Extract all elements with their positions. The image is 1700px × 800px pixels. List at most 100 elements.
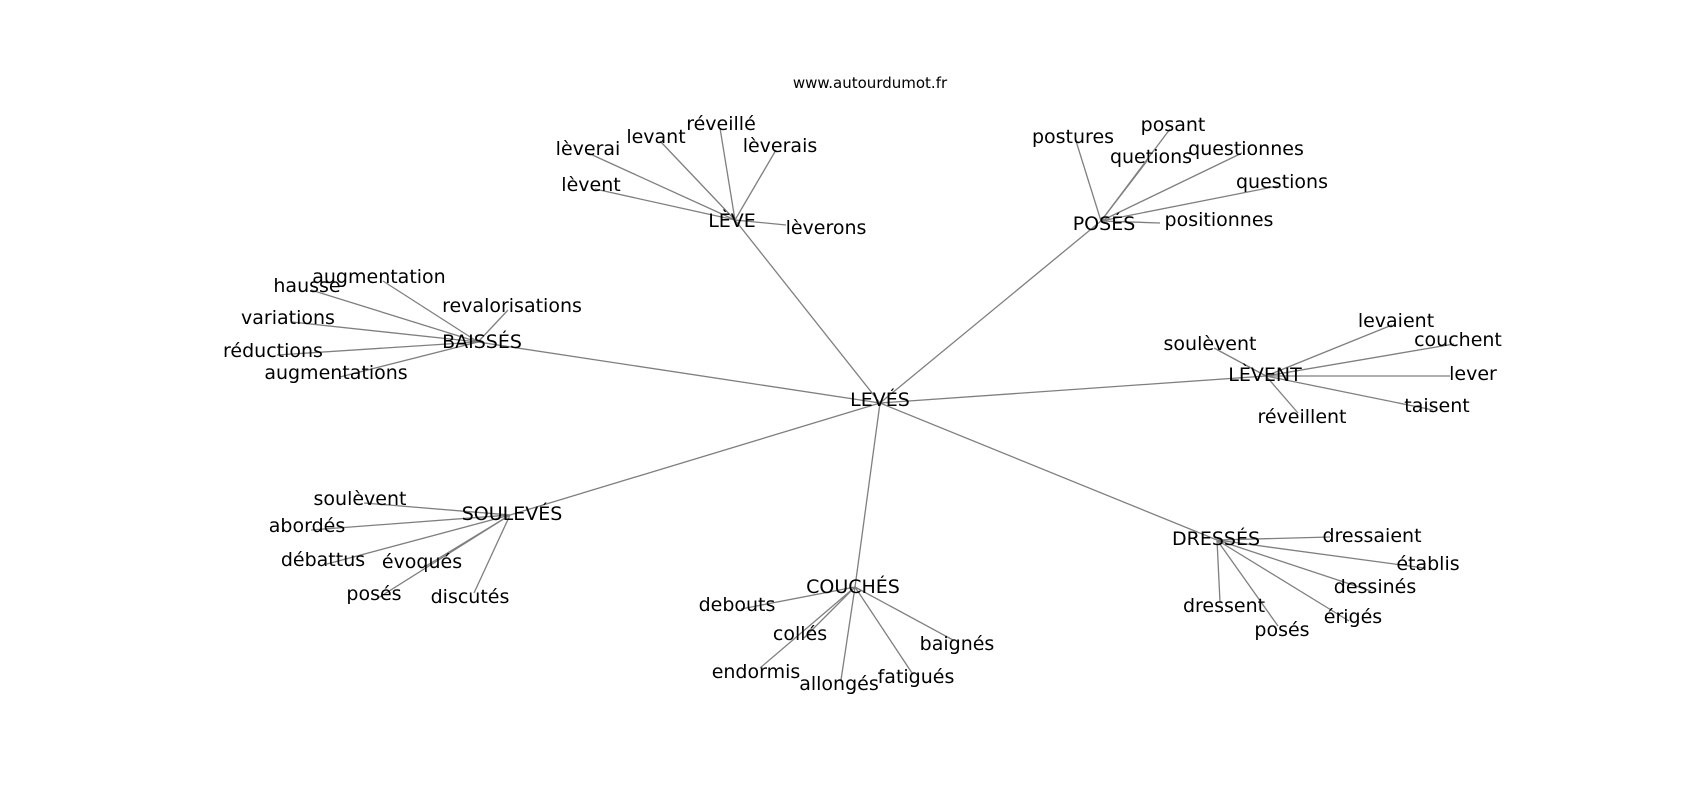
edge-hub-to-leaf xyxy=(310,289,479,343)
leaf-word[interactable]: soulèvent xyxy=(314,488,407,510)
leaf-word[interactable]: quetions xyxy=(1110,146,1192,168)
leaf-word[interactable]: dressent xyxy=(1183,595,1265,617)
leaf-word[interactable]: levaient xyxy=(1358,310,1434,332)
leaf-word[interactable]: levant xyxy=(626,126,685,148)
edge-hub-to-leaf xyxy=(477,309,509,343)
edge-hub-to-leaf xyxy=(1100,160,1148,222)
edge-hub-to-leaf xyxy=(854,586,954,641)
hub-word[interactable]: LÈVE xyxy=(708,209,756,232)
leaf-word[interactable]: hausse xyxy=(273,275,340,297)
edge-hub-to-leaf xyxy=(382,280,479,343)
leaf-word[interactable]: réductions xyxy=(223,340,323,362)
edge-hub-to-leaf xyxy=(1265,375,1299,414)
hub-word[interactable]: POSÉS xyxy=(1073,212,1136,235)
edge-hub-to-leaf xyxy=(594,188,736,221)
center-word[interactable]: LEVÉS xyxy=(850,388,910,411)
leaf-word[interactable]: dressaient xyxy=(1322,525,1421,547)
leaf-word[interactable]: debouts xyxy=(699,594,776,616)
edge-hub-to-leaf xyxy=(1216,539,1279,627)
leaf-word[interactable]: variations xyxy=(241,307,335,329)
leaf-word[interactable]: augmentations xyxy=(264,362,407,384)
leaf-word[interactable]: lèvent xyxy=(561,174,620,196)
edge-hub-to-leaf xyxy=(719,127,736,221)
leaf-word[interactable]: postures xyxy=(1032,126,1114,148)
leaf-word[interactable]: questionnes xyxy=(1188,138,1304,160)
hub-word[interactable]: COUCHÉS xyxy=(806,575,900,598)
edge-hub-to-leaf xyxy=(759,586,856,669)
edge-hub-to-leaf xyxy=(659,140,736,221)
edge-hub-to-leaf xyxy=(1100,152,1243,222)
edge-hub-to-leaf xyxy=(363,502,511,516)
leaf-word[interactable]: endormis xyxy=(712,661,801,683)
edge-center-to-hub xyxy=(879,402,1218,541)
leaf-word[interactable]: lèverais xyxy=(743,135,818,157)
leaf-word[interactable]: dessinés xyxy=(1334,576,1416,598)
hub-word[interactable]: LÈVENT xyxy=(1228,363,1302,386)
edge-hub-to-leaf xyxy=(734,219,787,226)
leaf-word[interactable]: collés xyxy=(773,623,827,645)
leaf-word[interactable]: augmentation xyxy=(312,266,445,288)
edge-hub-to-leaf xyxy=(377,514,511,599)
edge-hub-to-leaf xyxy=(339,341,479,378)
edge-hub-to-leaf xyxy=(734,149,777,221)
edge-hub-to-leaf xyxy=(1216,539,1425,569)
hub-word[interactable]: SOULEVÉS xyxy=(462,502,563,525)
edge-center-to-hub xyxy=(734,219,881,404)
leaf-word[interactable]: revalorisations xyxy=(442,295,582,317)
edge-hub-to-leaf xyxy=(803,586,856,639)
edge-hub-to-leaf xyxy=(1216,539,1372,592)
leaf-word[interactable]: baignés xyxy=(920,633,995,655)
leaf-word[interactable]: lèverons xyxy=(786,217,867,239)
leaf-word[interactable]: questions xyxy=(1236,171,1328,193)
leaf-word[interactable]: posés xyxy=(1254,619,1309,641)
leaf-word[interactable]: évoqués xyxy=(382,551,462,573)
edge-hub-to-leaf xyxy=(854,586,913,674)
leaf-word[interactable]: positionnes xyxy=(1165,209,1274,231)
edge-hub-to-leaf xyxy=(291,321,479,343)
edge-hub-to-leaf xyxy=(840,586,856,681)
edge-hub-to-leaf xyxy=(1265,324,1393,377)
leaf-word[interactable]: réveillent xyxy=(1257,406,1346,428)
hub-word[interactable]: DRESSÉS xyxy=(1172,527,1260,550)
leaf-word[interactable]: soulèvent xyxy=(1164,333,1257,355)
edge-hub-to-leaf xyxy=(310,514,511,531)
leaf-word[interactable]: posés xyxy=(346,583,401,605)
leaf-word[interactable]: taisent xyxy=(1404,395,1469,417)
graph-edges xyxy=(276,127,1455,681)
edge-hub-to-leaf xyxy=(473,514,511,594)
hub-word[interactable]: BAISSÉS xyxy=(442,330,522,353)
leaf-word[interactable]: lèverai xyxy=(556,138,621,160)
edge-center-to-hub xyxy=(854,402,881,588)
leaf-word[interactable]: allongés xyxy=(799,673,879,695)
edge-center-to-hub xyxy=(509,402,881,516)
edge-hub-to-leaf xyxy=(1213,347,1267,377)
site-url: www.autourdumot.fr xyxy=(793,74,948,92)
edge-hub-to-leaf xyxy=(1265,375,1434,411)
edge-center-to-hub xyxy=(879,220,1102,404)
leaf-word[interactable]: établis xyxy=(1396,553,1459,575)
leaf-word[interactable]: érigés xyxy=(1324,606,1382,628)
edge-hub-to-leaf xyxy=(740,586,856,610)
edge-hub-to-leaf xyxy=(1216,539,1221,603)
edge-hub-to-leaf xyxy=(1100,220,1161,224)
leaf-word[interactable]: fatigués xyxy=(878,666,955,688)
edge-hub-to-leaf xyxy=(587,152,736,221)
edge-hub-to-leaf xyxy=(1100,185,1279,222)
edge-hub-to-leaf xyxy=(276,341,479,356)
leaf-word[interactable]: couchent xyxy=(1414,329,1502,351)
edge-hub-to-leaf xyxy=(1075,140,1102,222)
leaf-word[interactable]: abordés xyxy=(269,515,345,537)
leaf-word[interactable]: posant xyxy=(1141,114,1206,136)
edge-center-to-hub xyxy=(477,341,881,404)
leaf-word[interactable]: débattus xyxy=(281,549,365,571)
leaf-word[interactable]: lever xyxy=(1449,363,1497,385)
leaf-word[interactable]: discutés xyxy=(431,586,510,608)
leaf-word[interactable]: réveillé xyxy=(686,113,756,135)
edge-hub-to-leaf xyxy=(1216,536,1331,541)
edge-hub-to-leaf xyxy=(1216,539,1350,622)
edge-hub-to-leaf xyxy=(326,514,511,565)
edge-hub-to-leaf xyxy=(1265,343,1455,377)
edge-center-to-hub xyxy=(879,375,1267,404)
